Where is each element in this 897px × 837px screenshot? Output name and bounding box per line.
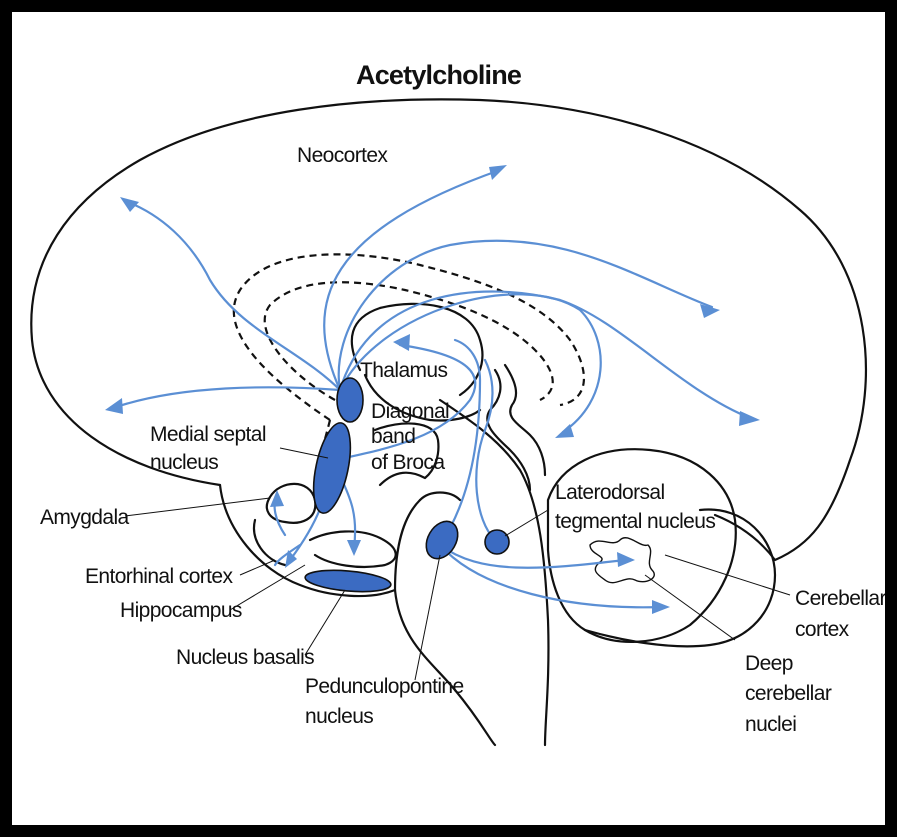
- pedunculopontine-nucleus-shape: [420, 516, 464, 565]
- label-entorhinal-cortex: Entorhinal cortex: [85, 565, 233, 588]
- label-diagonal-band-line3: of Broca: [371, 451, 445, 474]
- diagram-title: Acetylcholine: [356, 60, 522, 90]
- fourth-ventricle-outline: [487, 365, 545, 490]
- cerebrum-outline: [31, 99, 866, 560]
- brainstem-front: [395, 500, 420, 590]
- laterodorsal-nucleus-shape: [485, 530, 509, 554]
- label-deep-cerebellar-line1: Deep: [745, 652, 793, 675]
- label-laterodorsal-line2: tegmental nucleus: [555, 510, 715, 533]
- cerebellum-outline: [548, 449, 736, 642]
- label-medial-septal-line1: Medial septal: [150, 423, 266, 446]
- label-deep-cerebellar-line2: cerebellar: [745, 682, 832, 705]
- diagonal-band-nucleus-shape: [337, 378, 363, 422]
- label-medial-septal-line2: nucleus: [150, 451, 218, 474]
- label-diagonal-band-line2: band: [371, 425, 415, 448]
- label-nucleus-basalis: Nucleus basalis: [176, 646, 314, 669]
- hippocampus-outline: [254, 520, 396, 567]
- diagram-frame: Acetylcholine: [12, 12, 885, 825]
- label-neocortex: Neocortex: [297, 144, 388, 167]
- label-hippocampus: Hippocampus: [120, 599, 242, 622]
- brainstem-outline: [395, 590, 495, 745]
- label-amygdala: Amygdala: [40, 506, 130, 529]
- label-laterodorsal-line1: Laterodorsal: [555, 481, 665, 504]
- label-thalamus: Thalamus: [360, 359, 448, 382]
- label-pedunculopontine-line1: Pedunculopontine: [305, 675, 464, 698]
- brain-diagram: Acetylcholine: [12, 12, 885, 825]
- pons-outline: [420, 493, 460, 501]
- label-diagonal-band-line1: Diagonal: [371, 400, 449, 423]
- label-deep-cerebellar-line3: nuclei: [745, 713, 796, 736]
- label-cerebellar-cortex-line2: cortex: [795, 618, 850, 641]
- label-pedunculopontine-line2: nucleus: [305, 705, 373, 728]
- label-cerebellar-cortex-line1: Cerebellar: [795, 587, 885, 610]
